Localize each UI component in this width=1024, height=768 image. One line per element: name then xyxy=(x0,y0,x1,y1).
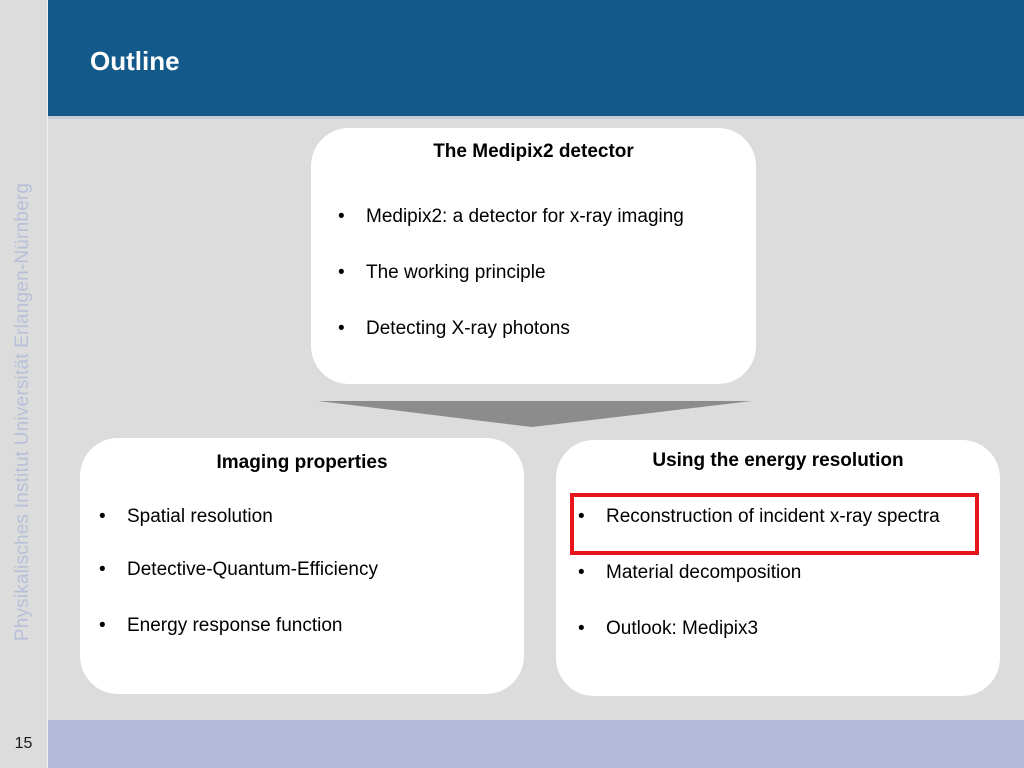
highlight-frame xyxy=(570,493,979,555)
funnel-arrow-icon xyxy=(318,401,752,427)
left-strip xyxy=(0,0,48,768)
header-divider xyxy=(48,116,1024,119)
medipix2-detector-box: The Medipix2 detector Medipix2: a detect… xyxy=(311,128,756,384)
header-bar: Outline xyxy=(48,0,1024,116)
list-item: Energy response function xyxy=(99,614,499,637)
list-item: Detective-Quantum-Efficiency xyxy=(99,558,499,581)
list-item: Outlook: Medipix3 xyxy=(578,617,958,640)
imaging-properties-list: Spatial resolution Detective-Quantum-Eff… xyxy=(99,505,499,637)
list-item: Detecting X-ray photons xyxy=(338,317,738,340)
footer-bar xyxy=(48,720,1024,768)
medipix2-detector-title: The Medipix2 detector xyxy=(433,141,634,162)
list-item: Reconstruction of incident x-ray spectra xyxy=(578,505,958,528)
energy-resolution-list: Reconstruction of incident x-ray spectra… xyxy=(578,505,958,640)
slide-title: Outline xyxy=(90,46,180,76)
page-number: 15 xyxy=(14,735,33,752)
list-item: Spatial resolution xyxy=(99,505,499,528)
list-item: Medipix2: a detector for x-ray imaging xyxy=(338,205,738,228)
medipix2-detector-list: Medipix2: a detector for x-ray imaging T… xyxy=(338,205,738,340)
list-item: Material decomposition xyxy=(578,561,958,584)
imaging-properties-box: Imaging properties Spatial resolution De… xyxy=(80,438,524,694)
institution-vertical-text: Physikalisches Institut Universität Erla… xyxy=(12,182,33,642)
energy-resolution-title: Using the energy resolution xyxy=(652,450,904,471)
imaging-properties-title: Imaging properties xyxy=(216,452,388,473)
list-item: The working principle xyxy=(338,261,738,284)
energy-resolution-box: Using the energy resolution Reconstructi… xyxy=(556,440,1000,696)
